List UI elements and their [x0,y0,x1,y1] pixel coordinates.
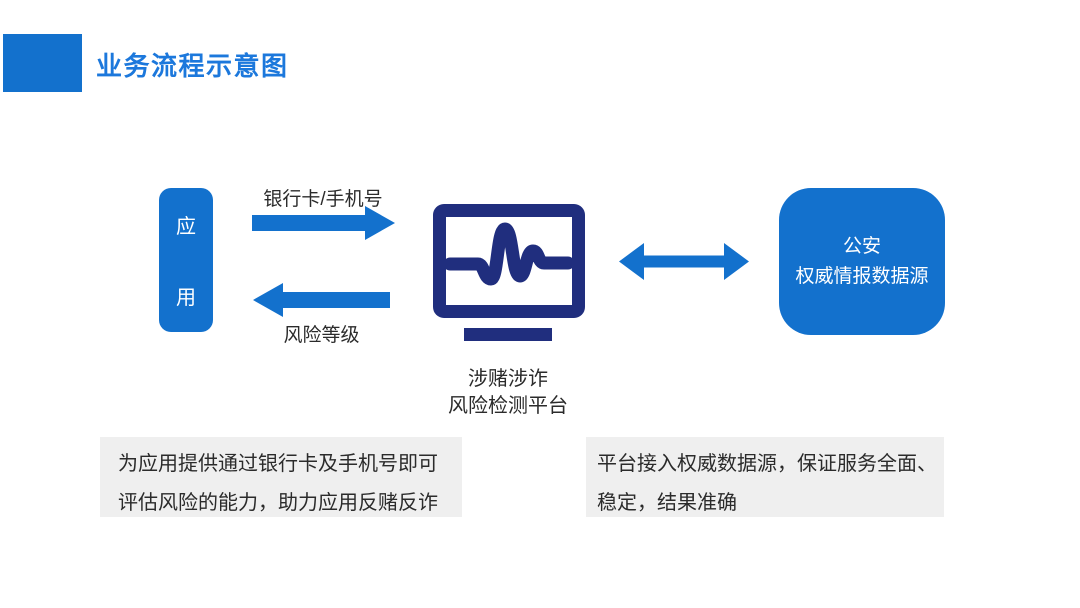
platform-name-line2: 风险检测平台 [448,395,568,417]
note-right: 平台接入权威数据源，保证服务全面、 稳定，结果准确 [586,437,944,517]
note-left-line2: 评估风险的能力，助力应用反赌反诈 [118,492,438,514]
monitor-pulse-icon [433,204,585,341]
response-arrow-label: 风险等级 [283,325,360,346]
note-left: 为应用提供通过银行卡及手机号即可 评估风险的能力，助力应用反赌反诈 [100,437,462,517]
note-right-line1: 平台接入权威数据源，保证服务全面、 [597,453,937,475]
data-source-line2: 权威情报数据源 [795,265,929,287]
platform-name: 涉赌涉诈 风险检测平台 [408,366,608,420]
platform-name-line1: 涉赌涉诈 [468,368,548,390]
app-box-char-1: 应 [176,216,196,238]
note-right-line2: 稳定，结果准确 [597,492,737,514]
note-left-line1: 为应用提供通过银行卡及手机号即可 [118,453,438,475]
arrow-left-icon [253,283,390,317]
app-box-char-2: 用 [176,287,196,309]
double-arrow-icon [619,243,749,280]
request-arrow-label: 银行卡/手机号 [263,189,383,210]
page-title: 业务流程示意图 [96,51,289,81]
app-box: 应 用 [159,188,213,332]
corner-accent-square [3,34,82,92]
data-source-box: 公安 权威情报数据源 [779,188,945,335]
data-source-line1: 公安 [842,235,881,257]
arrow-right-icon [252,206,395,240]
